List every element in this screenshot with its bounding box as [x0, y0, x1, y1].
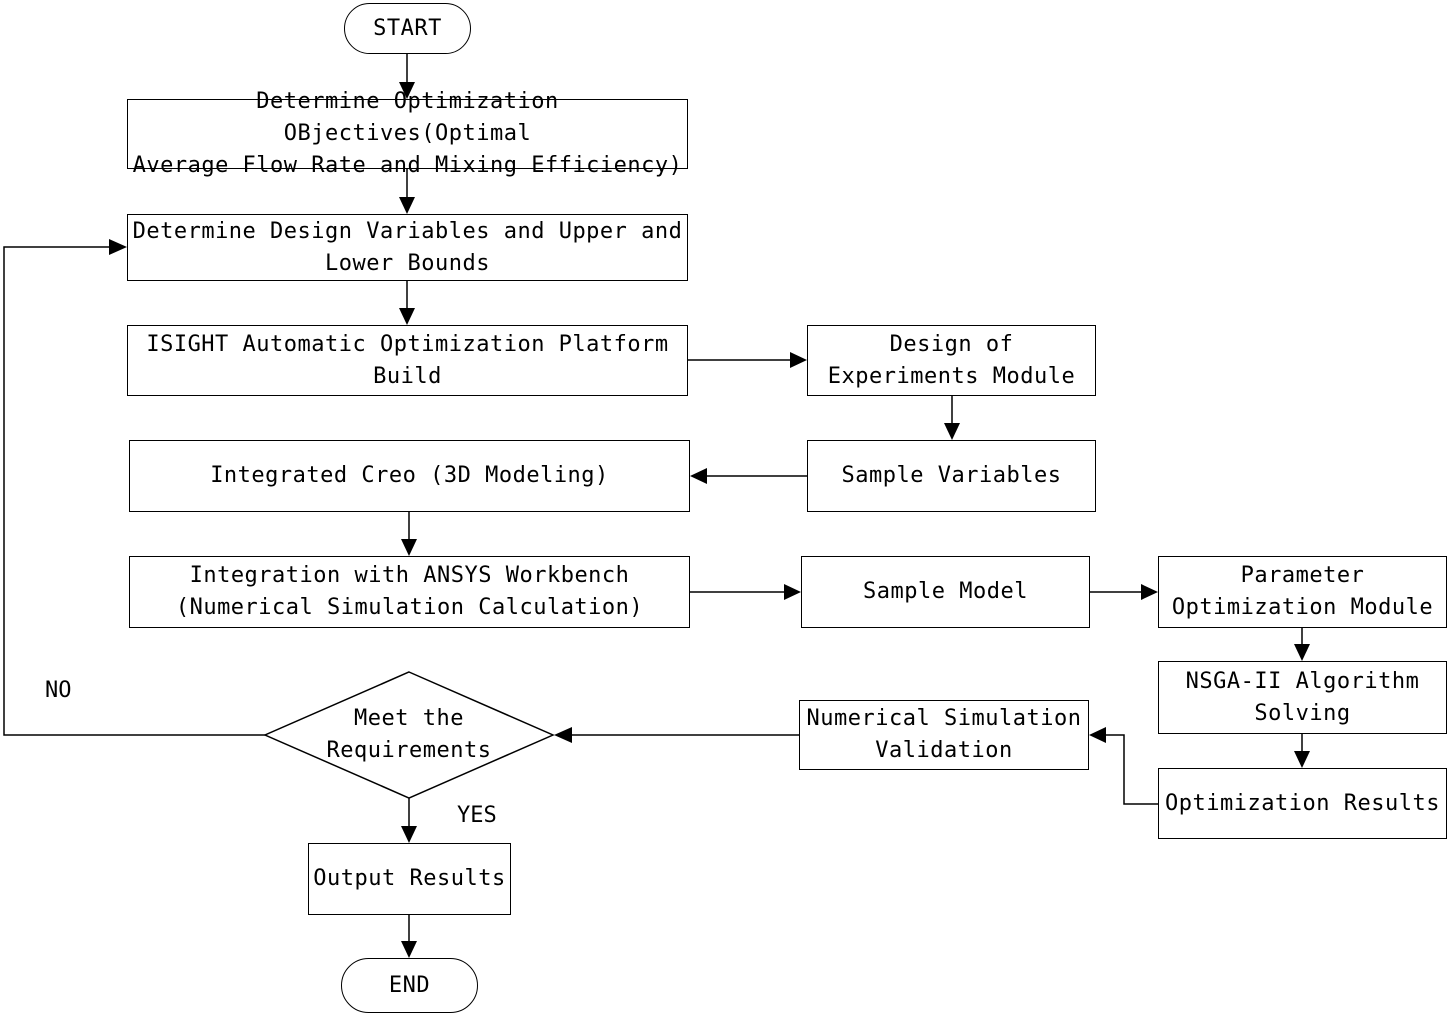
parameter-optimization-label: Parameter Optimization Module: [1171, 563, 1434, 620]
doe-module-box: Design of Experiments Module: [807, 325, 1096, 396]
output-results-label: Output Results: [313, 866, 506, 891]
sample-variables-box: Sample Variables: [807, 440, 1096, 512]
yes-edge-label: YES: [457, 803, 497, 828]
nsga-algorithm-label: NSGA-II Algorithm Solving: [1185, 668, 1420, 726]
isight-platform-label: ISIGHT Automatic Optimization Platform B…: [146, 331, 669, 389]
arrowhead: [690, 468, 707, 484]
no-edge-label: NO: [45, 678, 72, 703]
arrowhead: [109, 239, 127, 255]
arrowhead: [399, 197, 415, 214]
sample-model-label: Sample Model: [863, 579, 1028, 604]
arrowhead: [1141, 584, 1158, 600]
sample-model-box: Sample Model: [801, 556, 1090, 628]
design-variables-label: Determine Design Variables and Upper and…: [132, 218, 683, 276]
arrowhead: [399, 308, 415, 325]
start-terminal: START: [344, 3, 471, 54]
design-variables-box: Determine Design Variables and Upper and…: [127, 214, 688, 281]
creo-modeling-box: Integrated Creo (3D Modeling): [129, 440, 690, 512]
arrowhead: [401, 539, 417, 556]
arrowhead: [944, 423, 960, 440]
arrowhead: [554, 727, 572, 743]
ansys-workbench-box: Integration with ANSYS Workbench (Numeri…: [129, 556, 690, 628]
decision-label-wrap: Meet the Requirements: [300, 695, 518, 775]
end-terminal: END: [341, 958, 478, 1013]
sample-variables-label: Sample Variables: [841, 463, 1062, 488]
ansys-workbench-label: Integration with ANSYS Workbench (Numeri…: [175, 563, 644, 620]
parameter-optimization-box: Parameter Optimization Module: [1158, 556, 1447, 628]
output-results-box: Output Results: [308, 843, 511, 915]
end-label: END: [388, 972, 431, 998]
optimization-results-box: Optimization Results: [1158, 768, 1447, 839]
arrowhead: [1294, 751, 1310, 768]
objectives-label: Determine Optimization OBjectives(Optima…: [132, 89, 683, 178]
decision-label: Meet the Requirements: [326, 706, 492, 763]
arrow-no-loop-to-variables: [3, 246, 265, 736]
isight-platform-box: ISIGHT Automatic Optimization Platform B…: [127, 325, 688, 396]
arrowhead: [1294, 644, 1310, 661]
arrow-results-to-validation: [1104, 734, 1158, 805]
arrowhead: [790, 352, 807, 368]
arrowhead: [784, 584, 801, 600]
objectives-box: Determine Optimization OBjectives(Optima…: [127, 89, 688, 178]
arrowhead: [401, 826, 417, 843]
nsga-algorithm-box: NSGA-II Algorithm Solving: [1158, 661, 1447, 734]
validation-box: Numerical Simulation Validation: [799, 700, 1089, 770]
validation-label: Numerical Simulation Validation: [806, 706, 1082, 763]
creo-modeling-label: Integrated Creo (3D Modeling): [210, 463, 609, 488]
arrowhead: [399, 82, 415, 99]
doe-module-label: Design of Experiments Module: [827, 331, 1076, 389]
start-label: START: [373, 15, 442, 41]
optimization-results-label: Optimization Results: [1165, 790, 1440, 816]
arrowhead: [1089, 727, 1106, 743]
arrowhead: [401, 941, 417, 958]
